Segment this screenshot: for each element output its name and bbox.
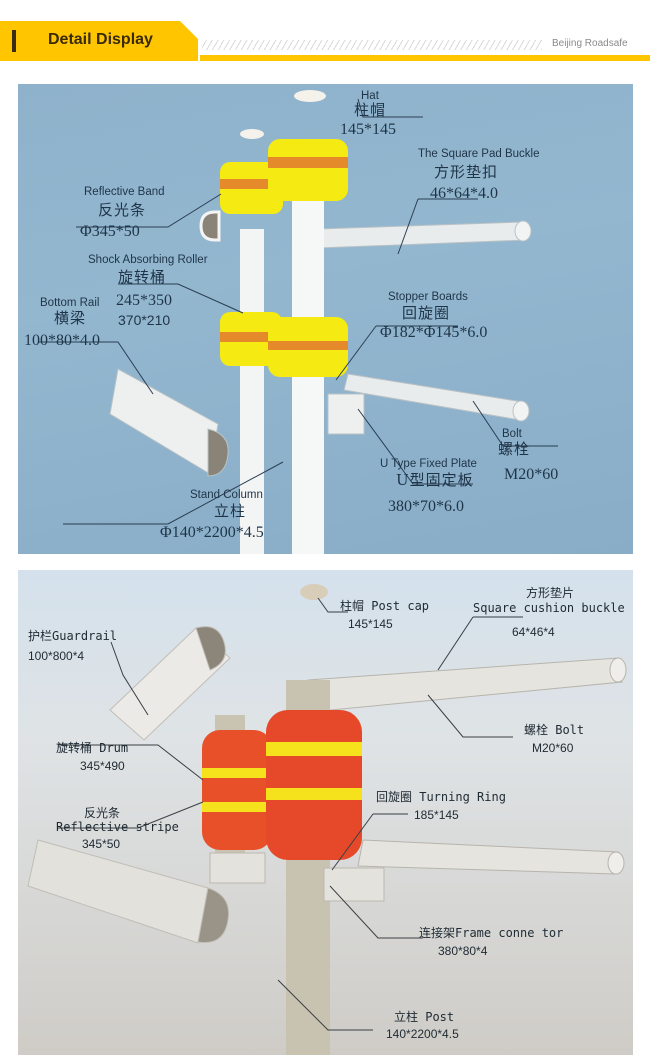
label-u-plate-zh: U型固定板 [396, 471, 474, 489]
label-bolt-en: Bolt [502, 428, 522, 440]
label-bolt: 螺栓 Bolt [524, 723, 585, 737]
label-stand-column-zh: 立柱 [214, 502, 247, 520]
label-frame-connector: 连接架Frame conne tor [419, 926, 564, 940]
frame-connector-left [209, 852, 266, 884]
label-drum-dim: 345*490 [80, 759, 125, 773]
frame-connector-right [323, 867, 385, 902]
diagram-illustration [27, 584, 627, 1055]
label-post-cap: 柱帽 Post cap [340, 599, 430, 613]
label-hat-zh: 柱帽 [354, 101, 387, 119]
label-shock-roller-zh: 旋转桶 [118, 268, 167, 286]
upper-rail [317, 220, 532, 249]
label-reflective-stripe-zh: 反光条 [84, 806, 121, 820]
upper-rail [307, 657, 627, 713]
label-hat-dim: 145*145 [340, 121, 396, 138]
label-turning-ring: 回旋圈 Turning Ring [376, 790, 506, 804]
drum-right [266, 710, 362, 860]
label-bolt-dim: M20*60 [504, 466, 559, 483]
label-square-pad-zh: 方形垫扣 [434, 163, 499, 181]
upper-drum-right [268, 139, 348, 201]
brand-name: Beijing Roadsafe [552, 38, 628, 49]
label-reflective-band-en: Reflective Band [84, 186, 165, 198]
rail-cross-section [199, 210, 221, 242]
label-square-cushion-zh: 方形垫片 [526, 586, 575, 600]
label-hat-en: Hat [361, 90, 379, 102]
label-reflective-band-zh: 反光条 [98, 201, 147, 219]
label-stopper-dim: Φ182*Φ145*6.0 [380, 324, 488, 341]
lower-rail [357, 839, 625, 875]
label-shock-roller-dim: 245*350 [116, 292, 172, 309]
u-plate [327, 393, 365, 435]
label-square-pad-en: The Square Pad Buckle [418, 148, 540, 160]
label-stopper-zh: 回旋圈 [402, 304, 451, 322]
hat-top [294, 90, 326, 102]
lower-drum-right [268, 317, 348, 377]
label-guardrail-dim: 100*800*4 [28, 649, 85, 663]
label-post-dim: 140*2200*4.5 [386, 1027, 459, 1041]
label-guardrail: 护栏Guardrail [28, 629, 118, 643]
column-left [240, 229, 264, 554]
label-u-plate-en: U Type Fixed Plate [380, 458, 477, 470]
label-reflective-stripe-en: Reflective stripe [56, 820, 179, 834]
label-shock-roller-dim2: 370*210 [118, 312, 171, 328]
exploded-diagram-orange: 护栏Guardrail 100*800*4 柱帽 Post cap 145*14… [18, 570, 633, 1055]
label-bottom-rail-dim: 100*80*4.0 [24, 332, 100, 349]
label-stand-column-en: Stand Column [190, 489, 263, 501]
hat-small [240, 129, 264, 139]
header-underline [200, 55, 650, 61]
header-hatch-divider [202, 40, 542, 50]
label-bolt-dim: M20*60 [532, 741, 574, 755]
label-frame-connector-dim: 380*80*4 [438, 944, 488, 958]
label-post-cap-dim: 145*145 [348, 617, 393, 631]
section-title: Detail Display [48, 31, 153, 48]
label-shock-roller-en: Shock Absorbing Roller [88, 254, 208, 266]
label-bottom-rail-en: Bottom Rail [40, 297, 100, 309]
diagram-illustration [38, 90, 558, 554]
section-header: Detail Display Beijing Roadsafe [0, 0, 650, 70]
label-square-cushion-en: Square cushion buckle [473, 601, 625, 615]
bottom-rail [27, 839, 230, 944]
exploded-diagram-yellow: Hat 柱帽 145*145 The Square Pad Buckle 方形垫… [18, 84, 633, 554]
label-bottom-rail-zh: 横梁 [54, 309, 87, 327]
upper-drum-left [220, 162, 283, 214]
label-square-cushion-dim: 64*46*4 [512, 625, 555, 639]
leader-lines [38, 98, 558, 525]
label-stand-column-dim: Φ140*2200*4.5 [160, 524, 264, 541]
header-tab [0, 21, 198, 61]
lower-drum-left [220, 312, 282, 366]
guardrail [109, 626, 231, 741]
label-bolt-zh: 螺栓 [498, 440, 531, 458]
label-stopper-en: Stopper Boards [388, 291, 468, 303]
label-reflective-stripe-dim: 345*50 [82, 837, 121, 851]
label-square-pad-dim: 46*64*4.0 [430, 185, 498, 202]
label-turning-ring-dim: 185*145 [414, 808, 459, 822]
header-accent-bar [12, 30, 16, 52]
bottom-rail [109, 368, 229, 477]
drum-left [202, 730, 272, 850]
post-cap [300, 584, 328, 600]
lower-rail [343, 373, 530, 422]
label-reflective-band-dim: Φ345*50 [80, 223, 140, 240]
label-post: 立柱 Post [394, 1010, 455, 1024]
label-drum: 旋转桶 Drum [56, 741, 129, 755]
label-u-plate-dim: 380*70*6.0 [388, 498, 464, 515]
leader-lines [58, 597, 523, 1031]
